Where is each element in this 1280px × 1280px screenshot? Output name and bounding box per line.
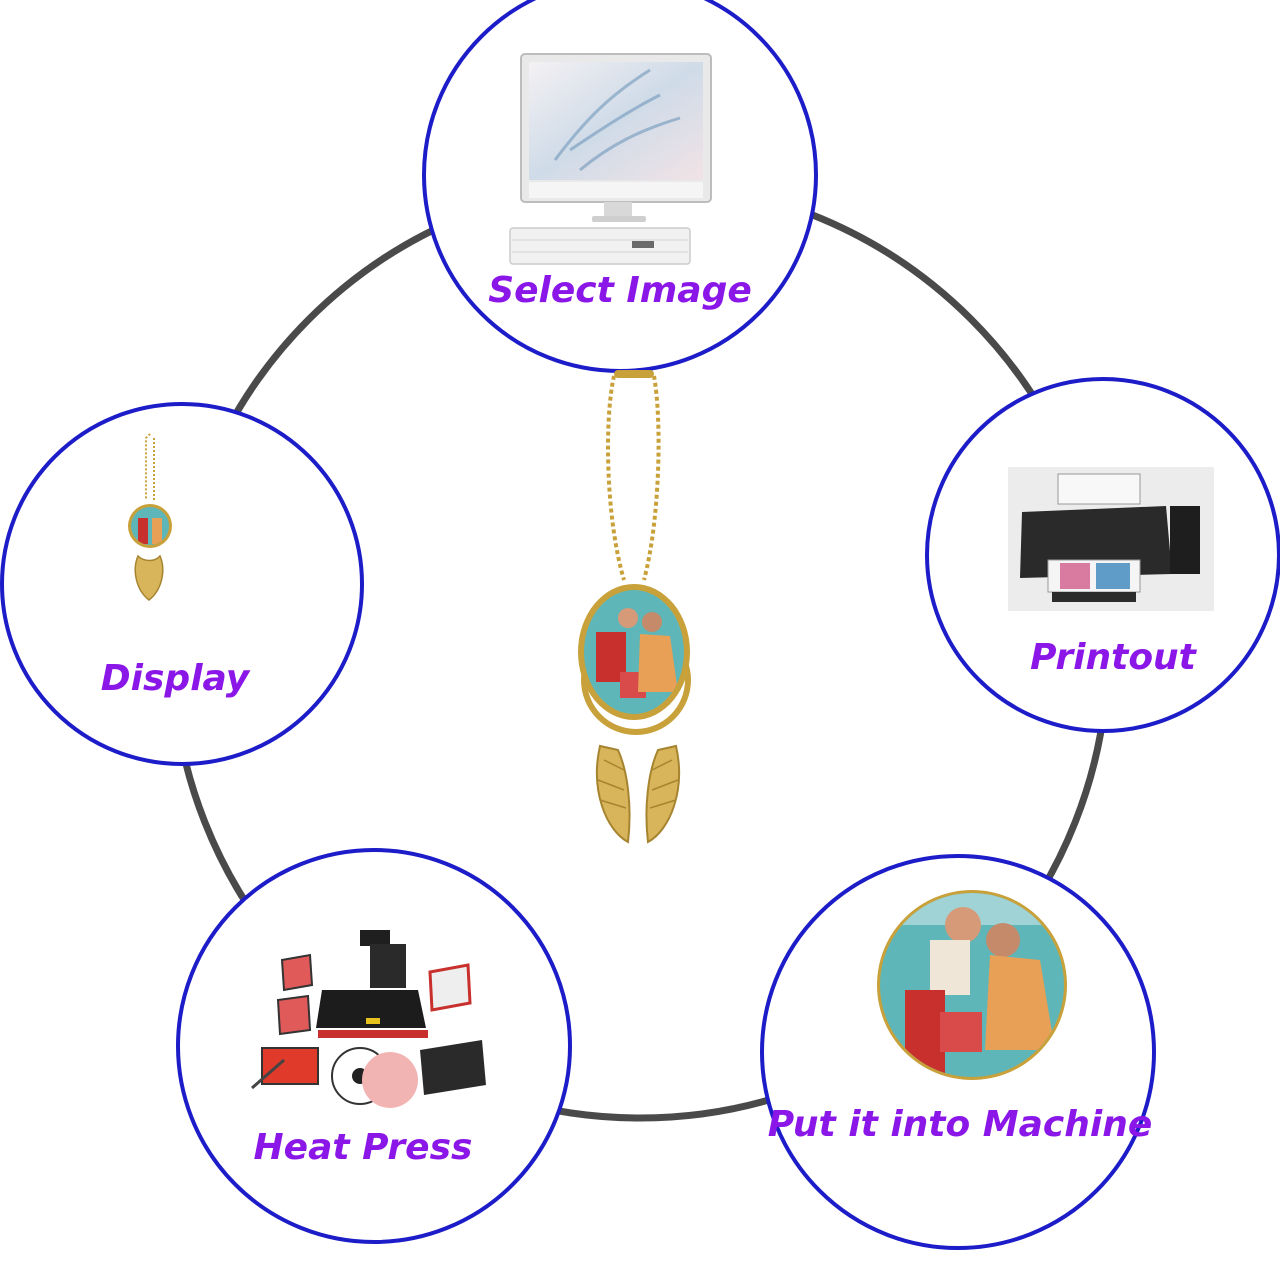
step-label: Heat Press — [254, 1127, 473, 1168]
printer-icon — [1008, 467, 1214, 611]
angel-wing-photo-pendant-icon — [578, 370, 691, 844]
step-label: Printout — [1030, 637, 1198, 678]
step-circle — [176, 848, 572, 1244]
step-select-image: Select Image — [422, 0, 818, 373]
step-put-it-into-machine: Put it into Machine — [760, 854, 1156, 1250]
step-label: Put it into Machine — [768, 1104, 1152, 1145]
step-heat-press: Heat Press — [176, 848, 572, 1244]
step-printout: Printout — [925, 377, 1280, 733]
step-label: Select Image — [488, 270, 752, 311]
heat-press-machine-icon — [251, 930, 486, 1108]
step-display: Display — [0, 402, 364, 766]
computer-monitor-icon — [509, 53, 712, 265]
step-circle — [0, 402, 364, 766]
photo-pendant-icon — [128, 433, 172, 601]
step-label: Display — [101, 658, 251, 699]
